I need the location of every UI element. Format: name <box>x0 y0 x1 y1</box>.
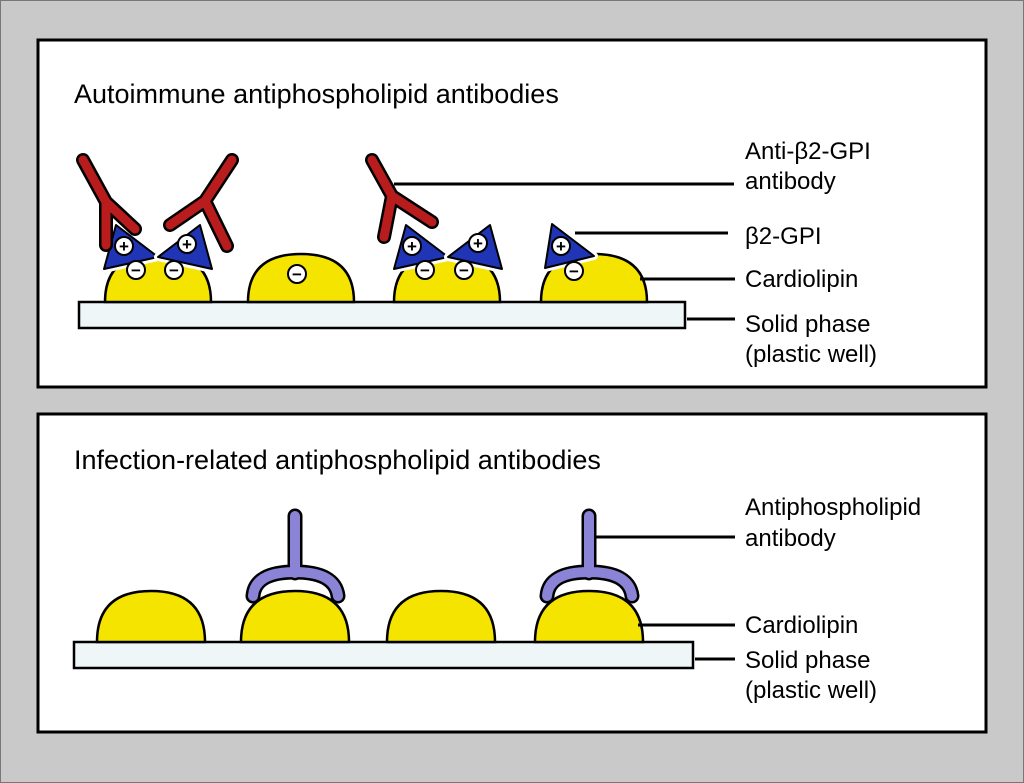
y-antibody-icon <box>365 153 439 244</box>
negative-charge-icon <box>287 264 307 284</box>
y-antibody-icon <box>163 153 239 253</box>
anti-beta2-gpi-label-line2: antibody <box>745 168 836 195</box>
cardiolipin-label: Cardiolipin <box>745 266 858 293</box>
positive-charge-icon <box>551 236 571 256</box>
cardiolipin-dome <box>239 589 351 644</box>
panel-title: Infection-related antiphospholipid antib… <box>74 445 601 475</box>
antiphospholipid-antibody-label-line1: Antiphospholipid <box>745 494 921 521</box>
antiphospholipid-antibodies <box>245 508 640 604</box>
solid-phase-bar <box>72 640 695 670</box>
charge-symbol: + <box>473 234 483 253</box>
solid-phase-label-line1: Solid phase <box>745 647 870 674</box>
charge-symbol: + <box>182 235 192 254</box>
positive-charges: + + + + + <box>114 233 571 256</box>
positive-charge-icon <box>402 236 422 256</box>
leader-lines <box>596 535 735 661</box>
negative-charge-icon <box>564 261 584 281</box>
charge-symbol: + <box>407 237 417 256</box>
negative-charge-icon <box>126 260 146 280</box>
negative-charge-icon <box>415 260 435 280</box>
charge-symbol: − <box>420 261 430 280</box>
solid-phase-label-line2: (plastic well) <box>745 677 877 704</box>
autoimmune-panel: Autoimmune antiphospholipid antibodies + <box>36 38 988 389</box>
solid-phase-label-line1: Solid phase <box>745 311 870 338</box>
anti-beta2-gpi-label-line1: Anti-β2-GPI <box>745 138 871 165</box>
panel-title: Autoimmune antiphospholipid antibodies <box>74 79 559 109</box>
charge-symbol: + <box>556 237 566 256</box>
charge-symbol: − <box>569 262 579 281</box>
solid-phase-bar <box>77 300 687 330</box>
cardiolipin-dome <box>385 589 497 644</box>
anti-beta2-gpi-antibodies <box>76 153 439 253</box>
negative-charge-icon <box>164 260 184 280</box>
t-antibody-icon <box>539 508 640 604</box>
t-antibody-icon <box>245 508 346 604</box>
cardiolipin-label: Cardiolipin <box>745 612 858 639</box>
y-antibody-icon <box>76 153 142 252</box>
infection-panel: Infection-related antiphospholipid antib… <box>36 412 988 734</box>
charge-symbol: − <box>169 261 179 280</box>
leader-lines <box>394 182 735 321</box>
negative-charge-icon <box>454 260 474 280</box>
positive-charge-icon <box>114 236 134 256</box>
beta2-gpi-label: β2-GPI <box>745 223 822 250</box>
charge-symbol: − <box>292 265 302 284</box>
charge-symbol: − <box>131 261 141 280</box>
positive-charge-icon <box>177 234 197 254</box>
cardiolipin-dome <box>95 589 207 644</box>
cardiolipin-dome <box>533 589 645 644</box>
antiphospholipid-antibody-label-line2: antibody <box>745 525 836 552</box>
panel-frame <box>36 412 988 734</box>
charge-symbol: + <box>119 237 129 256</box>
positive-charge-icon <box>468 233 488 253</box>
cardiolipin-domes <box>95 589 645 644</box>
solid-phase-label-line2: (plastic well) <box>745 341 877 368</box>
cardiolipin-domes <box>103 252 649 304</box>
charge-symbol: − <box>459 261 469 280</box>
negative-charges: − − − − − − <box>126 260 584 284</box>
